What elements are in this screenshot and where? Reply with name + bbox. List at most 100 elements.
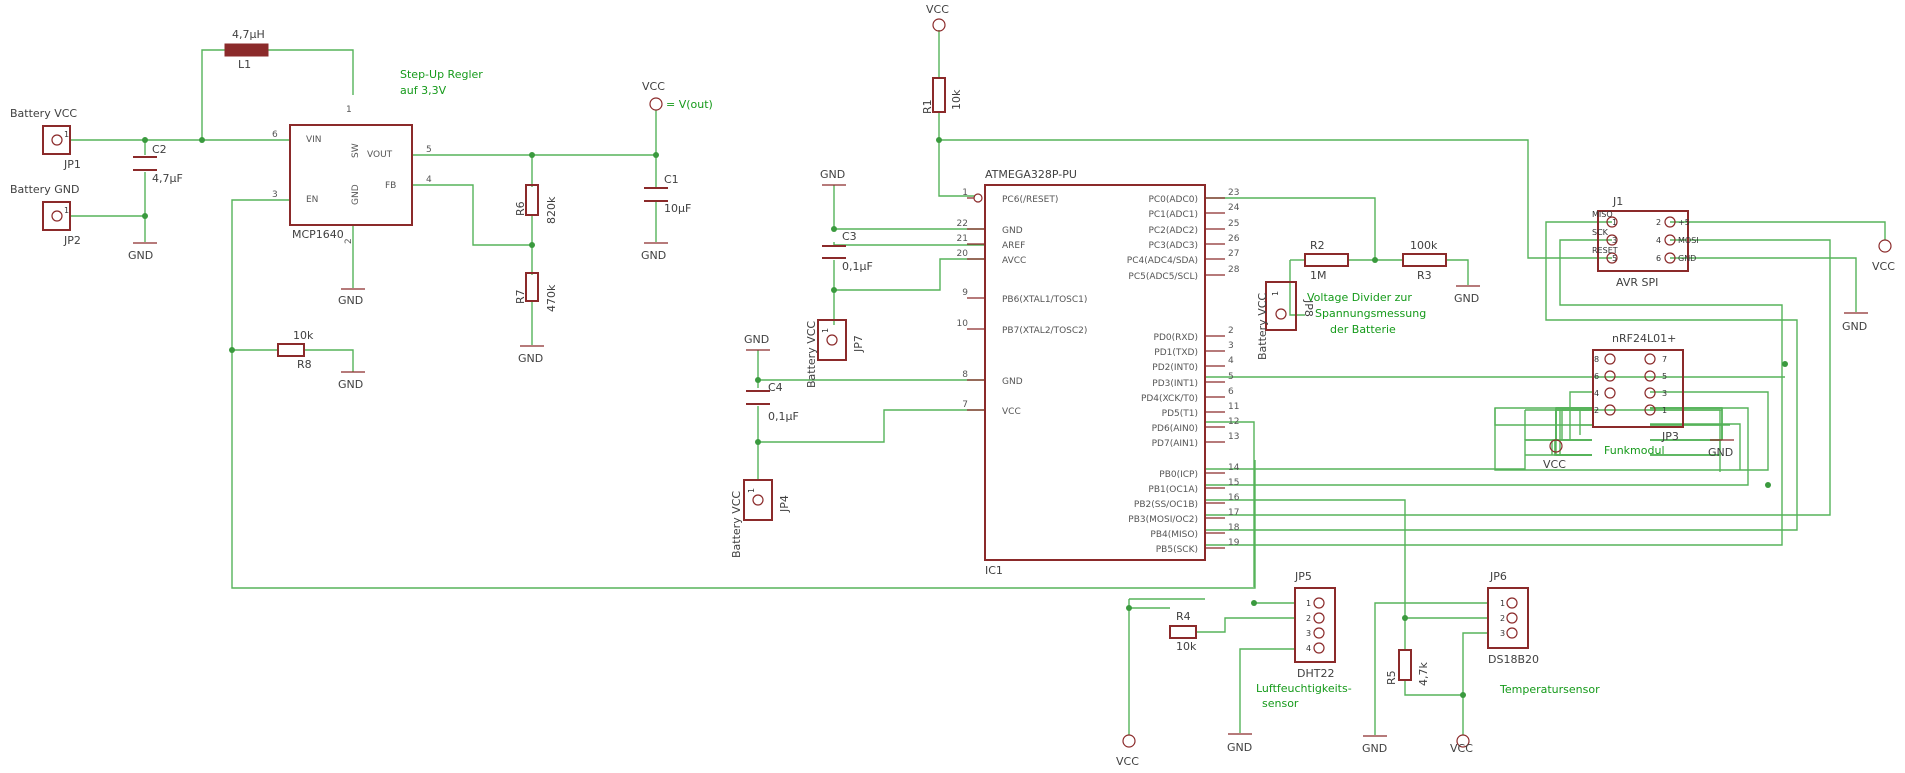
ic1-label: IC1: [985, 564, 1003, 577]
vcc-label: VCC: [642, 80, 665, 93]
svg-text:SCK: SCK: [1592, 228, 1609, 237]
svg-text:3: 3: [1500, 629, 1505, 638]
svg-text:RESET: RESET: [1592, 246, 1618, 255]
jp2-label: JP2: [63, 234, 81, 247]
ic1-pin-name: PC3(ADC3): [1148, 241, 1198, 251]
svg-text:5: 5: [1662, 372, 1667, 381]
wires: [70, 30, 1886, 735]
ic1-pin-number: 17: [1228, 508, 1239, 518]
j1-label: J1: [1612, 195, 1623, 208]
ic1-pin-name: PB2(SS/OC1B): [1134, 500, 1198, 510]
ic1-pin-name: GND: [1002, 377, 1023, 387]
jp5-part: DHT22: [1297, 667, 1334, 680]
c1-value: 10µF: [664, 202, 691, 215]
svg-text:4: 4: [1306, 644, 1311, 653]
svg-text:3: 3: [1306, 629, 1311, 638]
ic1-pin-number: 14: [1228, 463, 1240, 473]
junction: [529, 152, 535, 158]
junction: [831, 287, 837, 293]
gnd-label: GND: [1708, 446, 1733, 459]
l1-value: 4,7µH: [232, 28, 265, 41]
svg-text:2: 2: [1594, 406, 1599, 415]
vout-label: = V(out): [666, 98, 713, 111]
junction: [1765, 482, 1771, 488]
svg-text:820k: 820k: [545, 196, 558, 224]
svg-text:1: 1: [64, 130, 69, 139]
svg-text:GND: GND: [1678, 254, 1696, 263]
ic1-pin-name: PB7(XTAL2/TOSC2): [1002, 326, 1087, 336]
vcc-symbol: [649, 97, 663, 111]
svg-text:5: 5: [426, 145, 432, 155]
vcc-label: VCC: [1116, 755, 1139, 768]
svg-text:0,1µF: 0,1µF: [842, 260, 873, 273]
svg-text:VIN: VIN: [306, 135, 322, 145]
ic1-pin-number: 21: [957, 234, 968, 244]
ic1-pin-number: 5: [1228, 372, 1234, 382]
gnd-label: GND: [1227, 741, 1252, 754]
ic1-part: ATMEGA328P-PU: [985, 168, 1077, 181]
ic1-pin-number: 2: [1228, 326, 1234, 336]
ic1-pin-name: PD4(XCK/T0): [1141, 394, 1198, 404]
svg-text:0,1µF: 0,1µF: [768, 410, 799, 423]
gnd-label: GND: [641, 249, 666, 262]
l1-label: L1: [238, 58, 251, 71]
gnd-label: GND: [1842, 320, 1867, 333]
ic1-pin-number: 27: [1228, 249, 1239, 259]
svg-text:+5: +5: [1678, 218, 1690, 227]
vcc-label: VCC: [1450, 742, 1473, 755]
svg-text:R7: R7: [514, 289, 527, 304]
svg-text:10k: 10k: [950, 89, 963, 110]
vcc-label: VCC: [1872, 260, 1895, 273]
junction: [755, 377, 761, 383]
ic1-pin-number: 26: [1228, 234, 1240, 244]
ic1-pin-number: 25: [1228, 219, 1239, 229]
ic1-pin-number: 4: [1228, 356, 1234, 366]
svg-text:MISO: MISO: [1592, 210, 1613, 219]
svg-text:SW: SW: [351, 143, 361, 158]
svg-text:R6: R6: [514, 201, 527, 216]
ic1-pin-number: 1: [962, 188, 968, 198]
ic1-pin-number: 6: [1228, 387, 1234, 397]
note-divider: Spannungsmessung: [1315, 307, 1426, 320]
junction: [1402, 615, 1408, 621]
svg-text:R5: R5: [1385, 670, 1398, 685]
svg-text:FB: FB: [385, 181, 396, 191]
junction: [653, 152, 659, 158]
svg-text:VOUT: VOUT: [367, 150, 393, 160]
junction: [199, 137, 205, 143]
labels: Battery VCC 1 JP1 Battery GND 1 JP2 C2 4…: [10, 3, 1895, 768]
svg-text:2: 2: [1500, 614, 1505, 623]
svg-text:C4: C4: [768, 381, 783, 394]
note-divider: der Batterie: [1330, 323, 1396, 336]
net-label: Battery VCC: [10, 107, 77, 120]
vcc-symbol: [1122, 734, 1136, 748]
vcc-symbol: [1456, 734, 1470, 748]
ic1-pin-number: 23: [1228, 188, 1239, 198]
svg-text:2: 2: [344, 238, 354, 244]
ic1-pin-number: 8: [962, 370, 968, 380]
ic1-pin-number: 15: [1228, 478, 1239, 488]
net-label: Battery GND: [10, 183, 79, 196]
ic1-pin-number: 7: [962, 400, 968, 410]
ic1-pin-number: 10: [957, 319, 969, 329]
ic1-pin-number: 19: [1228, 538, 1240, 548]
junction: [529, 242, 535, 248]
ic1-pin-name: PB0(ICP): [1159, 470, 1198, 480]
gnd-label: GND: [1454, 292, 1479, 305]
power-symbols: [133, 18, 1892, 748]
svg-text:R4: R4: [1176, 610, 1191, 623]
vcc-label: VCC: [1543, 458, 1566, 471]
ic1-pin-name: PD0(RXD): [1154, 333, 1198, 343]
svg-text:10k: 10k: [293, 329, 314, 342]
ic1-pin-number: 12: [1228, 417, 1239, 427]
junction: [831, 226, 837, 232]
junction: [1782, 361, 1788, 367]
ic1-pin-name: GND: [1002, 226, 1023, 236]
svg-text:10k: 10k: [1176, 640, 1197, 653]
junction: [142, 213, 148, 219]
ic1-pin-name: PD7(AIN1): [1152, 439, 1198, 449]
jp3-label: JP3: [1661, 430, 1679, 443]
ic1-pin-name: AREF: [1002, 241, 1025, 251]
c1-label: C1: [664, 173, 679, 186]
gnd-label: GND: [338, 294, 363, 307]
